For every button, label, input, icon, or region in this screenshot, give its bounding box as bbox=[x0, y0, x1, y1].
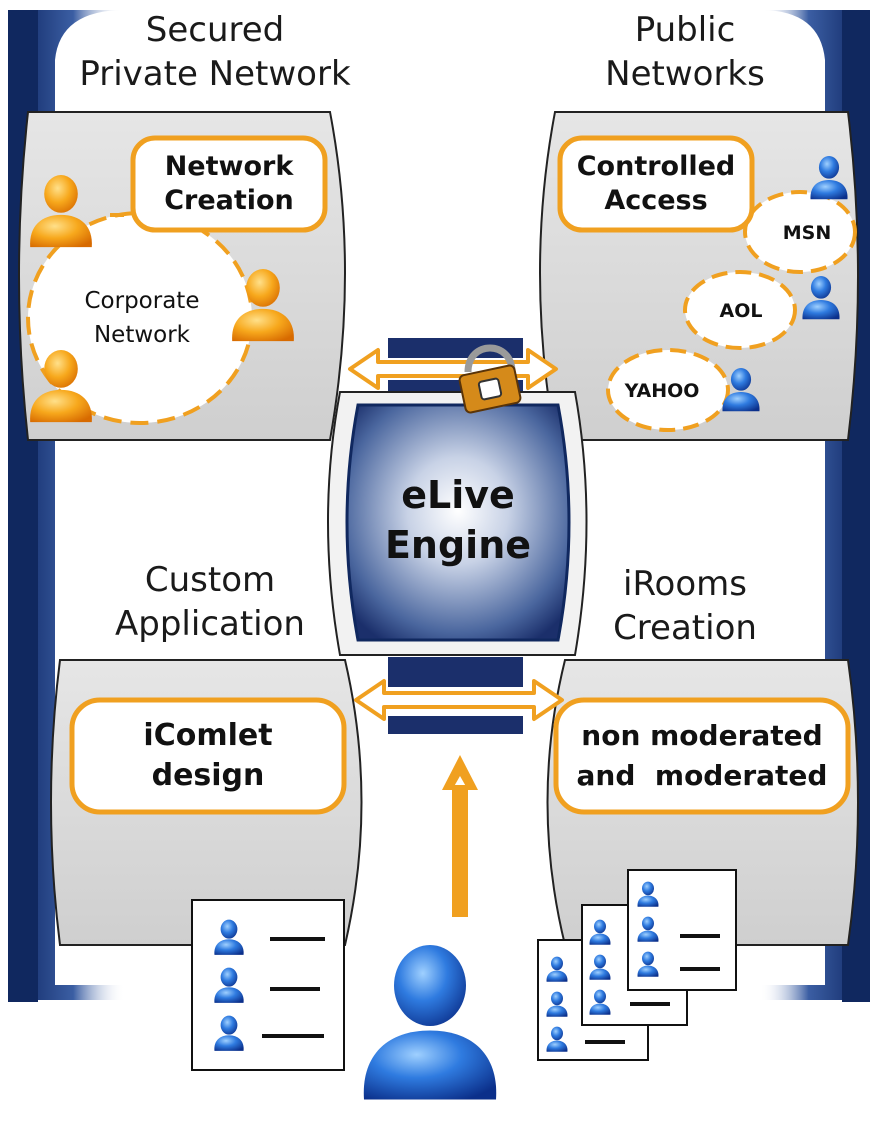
engine-line1: eLive bbox=[401, 473, 515, 517]
msn-bubble bbox=[743, 190, 857, 274]
moderated-line1: non moderated bbox=[581, 719, 823, 752]
header-public-line1: Public bbox=[634, 10, 736, 50]
controlled-access-box bbox=[557, 135, 755, 233]
engine-line2: Engine bbox=[384, 523, 532, 567]
network-label-msn: MSN bbox=[782, 222, 832, 244]
corporate-network-line2: Network bbox=[93, 322, 191, 348]
header-custom-line1: Custom bbox=[144, 560, 276, 600]
network-creation-label: Network Creation bbox=[133, 138, 325, 230]
network-label-yahoo: YAHOO bbox=[624, 380, 700, 402]
double-arrow-bottom bbox=[354, 679, 564, 721]
header-secured-line1: Secured bbox=[145, 10, 285, 50]
moderated-label: non moderated and moderated bbox=[556, 700, 848, 812]
network-creation-line2: Creation bbox=[164, 185, 294, 216]
header-secured-line2: Private Network bbox=[79, 54, 351, 94]
double-arrow-top bbox=[348, 348, 558, 390]
header-secured: Secured Private Network bbox=[60, 8, 370, 96]
lock-icon bbox=[458, 344, 522, 414]
controlled-access-label: Controlled Access bbox=[560, 138, 752, 230]
list-document-icon bbox=[537, 869, 737, 1061]
icomlet-line2: design bbox=[151, 758, 265, 793]
connector-top bbox=[388, 338, 523, 358]
network-creation-box bbox=[130, 135, 328, 233]
icomlet-label: iComlet design bbox=[72, 700, 344, 812]
controlled-access-line1: Controlled bbox=[576, 151, 736, 182]
header-custom-line2: Application bbox=[115, 604, 305, 644]
corporate-network-line1: Corporate bbox=[84, 288, 200, 314]
header-public: Public Networks bbox=[560, 8, 810, 96]
header-public-line2: Networks bbox=[605, 54, 765, 94]
icomlet-line1: iComlet bbox=[143, 718, 273, 753]
header-irooms-line2: Creation bbox=[613, 608, 757, 648]
user-icon bbox=[363, 945, 497, 1100]
up-arrow bbox=[442, 755, 478, 917]
moderated-line2: and moderated bbox=[576, 759, 828, 792]
list-document-icon bbox=[191, 899, 345, 1071]
connector-bottom bbox=[388, 657, 523, 687]
controlled-access-line2: Access bbox=[604, 185, 708, 216]
icomlet-box bbox=[69, 697, 347, 815]
header-custom: Custom Application bbox=[80, 558, 340, 646]
header-irooms: iRooms Creation bbox=[570, 562, 800, 650]
moderated-box bbox=[553, 697, 851, 815]
header-irooms-line1: iRooms bbox=[623, 564, 747, 604]
yahoo-bubble bbox=[606, 348, 730, 432]
network-creation-line1: Network bbox=[164, 151, 294, 182]
aol-bubble bbox=[683, 270, 797, 350]
network-label-aol: AOL bbox=[719, 300, 763, 322]
corporate-network-label: Corporate Network bbox=[62, 284, 222, 352]
engine-inner bbox=[345, 403, 571, 642]
engine-label: eLive Engine bbox=[358, 460, 558, 580]
